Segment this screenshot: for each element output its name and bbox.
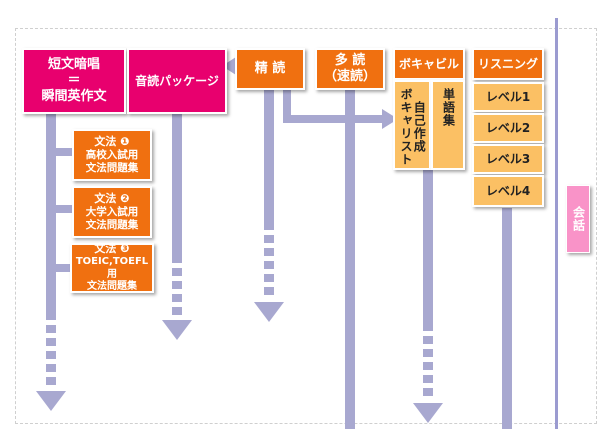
- vocab-label: ボキャビル: [398, 56, 459, 71]
- level1-box: レベル1: [472, 82, 544, 112]
- level4-box: レベル4: [472, 175, 544, 207]
- level3-label: レベル3: [485, 151, 531, 166]
- separator-line: [555, 18, 558, 429]
- bunpo2-body: 大学入試用 文法問題集: [85, 205, 139, 231]
- diagram-frame: [15, 28, 597, 424]
- level4-label: レベル4: [485, 183, 531, 198]
- tango-label: 単語集: [441, 88, 456, 127]
- bunpo1-title: 文法 ❶: [94, 135, 130, 148]
- level1-label: レベル1: [485, 89, 531, 104]
- level2-box: レベル2: [472, 113, 544, 143]
- tango-box: 単語集: [431, 80, 465, 170]
- ondoku-label: 音読パッケージ: [135, 73, 219, 88]
- bunpo3-body: TOEIC,TOEFL用 文法問題集: [75, 256, 149, 293]
- tanbun-box: 短文暗唱 ＝ 瞬間英作文: [22, 48, 126, 114]
- kaiwa-label: 会話: [571, 206, 586, 232]
- jiko-box: 自己作成 ボキャリスト: [393, 80, 431, 170]
- bunpo1-body: 高校入試用 文法問題集: [85, 148, 139, 174]
- seidoku-label: 精 読: [254, 60, 286, 76]
- level2-label: レベル2: [485, 120, 531, 135]
- jiko-label: 自己作成 ボキャリスト: [399, 88, 427, 166]
- bunpo3-box: 文法 ❸ TOEIC,TOEFL用 文法問題集: [70, 242, 154, 293]
- vocab-box: ボキャビル: [393, 48, 465, 80]
- bunpo3-title: 文法 ❸: [94, 242, 130, 256]
- listening-label: リスニング: [477, 56, 538, 71]
- listening-box: リスニング: [472, 48, 544, 80]
- kaiwa-box: 会話: [566, 185, 590, 253]
- level3-box: レベル3: [472, 144, 544, 174]
- bunpo2-box: 文法 ❷ 大学入試用 文法問題集: [72, 186, 152, 238]
- tadoku-box: 多 読 （速読）: [315, 48, 385, 90]
- tanbun-label: 短文暗唱 ＝ 瞬間英作文: [41, 56, 107, 105]
- tadoku-label: 多 読 （速読）: [323, 52, 376, 84]
- bunpo2-title: 文法 ❷: [94, 192, 130, 205]
- seidoku-box: 精 読: [235, 48, 305, 90]
- ondoku-box: 音読パッケージ: [127, 48, 227, 114]
- bunpo1-box: 文法 ❶ 高校入試用 文法問題集: [72, 129, 152, 181]
